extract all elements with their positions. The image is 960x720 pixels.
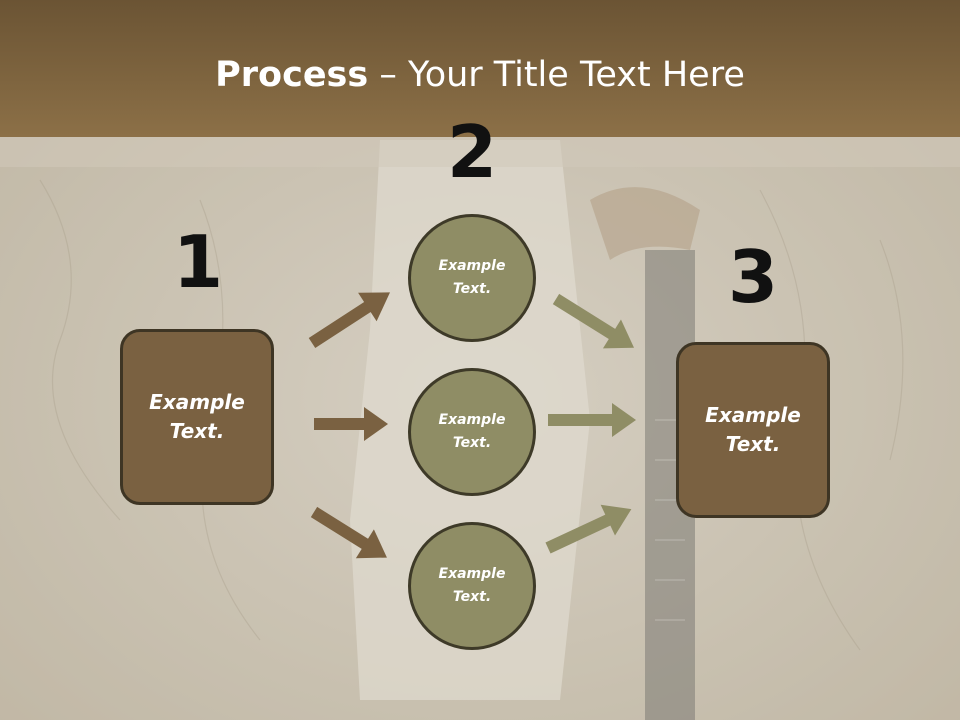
title-bar-band: [0, 137, 960, 167]
arrow-up-right-right: [545, 504, 632, 554]
step-box-right-text: Example Text.: [705, 403, 801, 456]
circle-bottom-text: Example Text.: [438, 566, 506, 605]
step-box-right: Example Text.: [676, 342, 830, 518]
step-number-3: 3: [727, 235, 779, 319]
step-number-1: 1: [172, 220, 224, 304]
arrow-right-left: [314, 407, 388, 441]
step-box-left-text: Example Text.: [149, 390, 245, 443]
circle-top-text: Example Text.: [438, 258, 506, 297]
arrow-down-right-right: [552, 293, 635, 349]
title-rest: – Your Title Text Here: [368, 55, 745, 95]
circle-bottom: Example Text.: [408, 522, 536, 650]
arrow-up-right-left: [308, 292, 390, 349]
circle-top: Example Text.: [408, 214, 536, 342]
arrow-down-right-left: [310, 506, 387, 559]
title-bar: [0, 0, 960, 137]
step-box-left: Example Text.: [120, 329, 274, 505]
arrow-right-right: [548, 403, 636, 437]
circle-middle-text: Example Text.: [438, 412, 506, 451]
circle-middle: Example Text.: [408, 368, 536, 496]
step-number-2: 2: [446, 110, 498, 194]
title-bold: Process: [215, 55, 369, 95]
slide-title: Process – Your Title Text Here: [0, 54, 960, 96]
